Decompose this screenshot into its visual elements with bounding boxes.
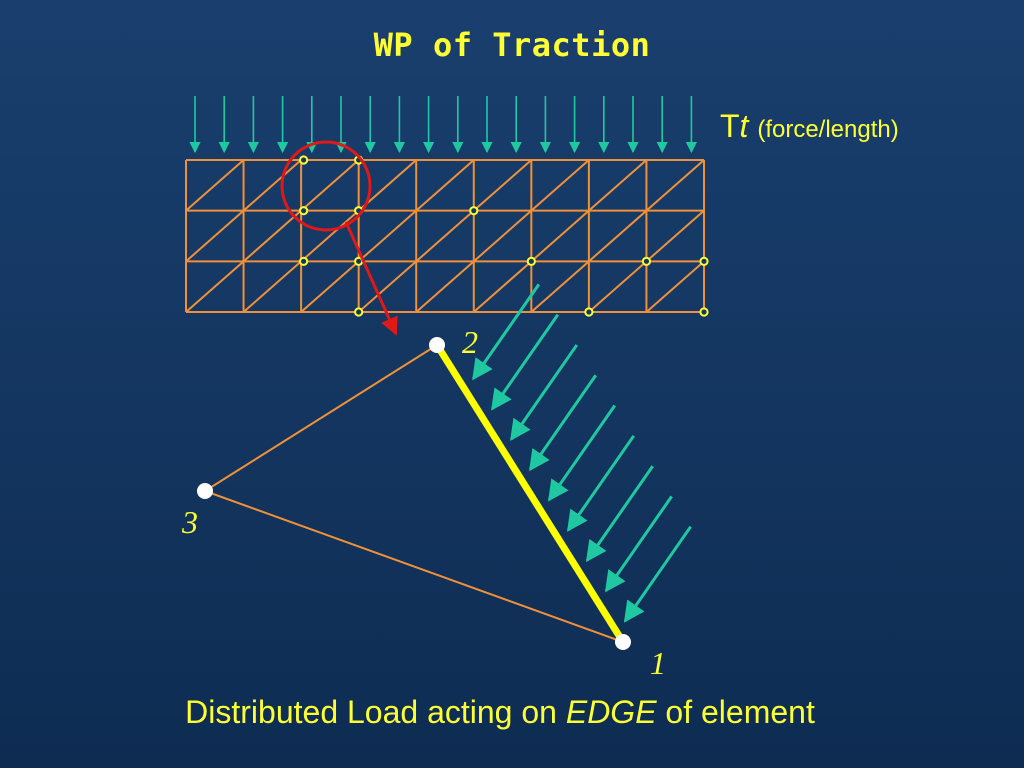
traction-arrows-top (189, 96, 698, 154)
node-label-1: 1 (650, 645, 666, 681)
mesh-diagonal (300, 209, 360, 263)
mesh-diagonal (588, 260, 648, 313)
caption-before: Distributed Load acting on (185, 694, 566, 730)
mesh-node-marker (526, 256, 536, 266)
mesh-diagonal (645, 209, 705, 263)
mesh-diagonal (185, 209, 245, 263)
highlight-circle (280, 140, 372, 232)
edge-load-arrow (566, 434, 635, 532)
caption-emphasis: EDGE (565, 694, 657, 730)
mesh-diagonal (415, 159, 475, 212)
mesh-diagonal (473, 209, 532, 263)
mesh-diagonal (185, 159, 245, 212)
element-node-2 (429, 337, 445, 353)
mesh-diagonal (588, 159, 648, 212)
mesh-diagonal (415, 260, 475, 313)
traction-symbol: T (720, 108, 740, 144)
edge-load-arrow (604, 495, 673, 593)
mesh-diagonal (242, 159, 302, 212)
mesh-node-marker (699, 307, 709, 317)
mesh-diagonal (242, 260, 302, 313)
mesh-diagonal (415, 209, 475, 263)
mesh-node-marker (299, 206, 309, 216)
element-edge-2-3 (204, 344, 438, 492)
mesh-node-marker (299, 256, 309, 266)
mesh-diagonal (530, 159, 590, 212)
edge-load-arrow (547, 404, 616, 502)
mesh-diagonal (530, 260, 590, 313)
fe-mesh (185, 159, 705, 313)
mesh-node-marker (699, 256, 709, 266)
mesh-node-markers (299, 155, 709, 317)
node-label-3: 3 (182, 504, 198, 540)
mesh-diagonal (645, 260, 705, 313)
mesh-node-marker (469, 206, 479, 216)
mesh-diagonal (530, 209, 590, 263)
mesh-diagonal (588, 209, 648, 263)
edge-load-arrow (472, 283, 541, 381)
mesh-diagonal (473, 260, 532, 313)
mesh-diagonal (358, 209, 417, 263)
mesh-node-marker (584, 307, 594, 317)
caption: Distributed Load acting on EDGE of eleme… (0, 694, 1000, 731)
mesh-node-marker (299, 155, 309, 165)
mesh-node-marker (354, 307, 364, 317)
traction-unit: (force/length) (757, 116, 899, 143)
element-node-1 (615, 634, 631, 650)
caption-after: of element (656, 694, 815, 730)
edge-load-arrow (529, 374, 598, 472)
mesh-diagonal (185, 260, 245, 313)
edge-load-arrow (623, 525, 692, 623)
mesh-diagonal (300, 159, 360, 212)
edge-load-arrow (585, 465, 654, 563)
pointer-arrow (344, 221, 398, 336)
node-label-2: 2 (462, 324, 478, 360)
slide-title: WP of Traction (373, 26, 651, 64)
edge-load-arrow (510, 344, 579, 441)
edge-load-arrow (491, 313, 560, 411)
mesh-diagonal (358, 260, 417, 313)
mesh-diagonal (645, 159, 705, 212)
mesh-node-marker (641, 256, 652, 266)
mesh-diagonal (473, 159, 532, 212)
traction-label: Tt (force/length) (720, 108, 899, 145)
loaded-edge-1-2 (434, 343, 626, 644)
element-edge-3-1 (204, 490, 624, 643)
mesh-diagonal (300, 260, 360, 313)
element-node-3 (197, 483, 213, 499)
mesh-diagonal (242, 209, 302, 263)
edge-load-arrows (472, 283, 692, 623)
traction-subscript: t (739, 108, 749, 144)
